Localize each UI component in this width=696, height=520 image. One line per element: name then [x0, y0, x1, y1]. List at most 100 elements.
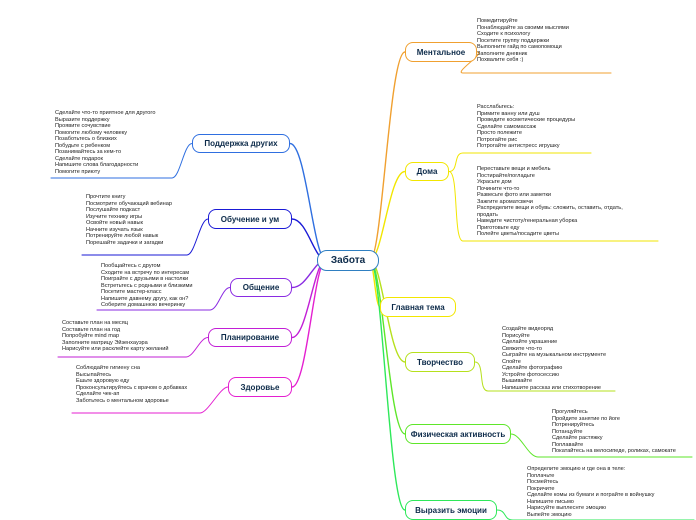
- branch-node-mental[interactable]: Ментальное: [405, 42, 477, 62]
- note-line: Поиграйте с друзьями в настолки: [101, 276, 189, 282]
- branch-node-home[interactable]: Дома: [405, 162, 449, 181]
- note-line: Полейте цветы/посадите цветы: [477, 231, 560, 237]
- note-link-home-2: [448, 171, 464, 242]
- note-line: Сделайте растяжку: [552, 435, 603, 441]
- note-line: Сделайте украшение: [502, 339, 558, 345]
- branch-label-home: Дома: [416, 167, 438, 176]
- note-line: Напишите письмо: [527, 498, 574, 505]
- note-line: Сделайте чек-ап: [76, 391, 120, 397]
- note-line: Сделайте подарок: [55, 155, 103, 162]
- note-line: Встретьтесь с родными и близкими: [101, 282, 193, 289]
- note-line: Расслабьтесь:: [477, 104, 515, 110]
- note-line: Изучите технику игры: [86, 213, 143, 220]
- note-line: Потрогайте рис: [477, 136, 518, 143]
- note-line: Освойте новый навык: [86, 220, 143, 226]
- branch-label-communication: Общение: [242, 283, 280, 292]
- branch-label-learning: Обучение и ум: [220, 214, 280, 224]
- note-line: Сделайте самомассаж: [477, 123, 537, 130]
- branch-label-health: Здоровье: [240, 382, 280, 392]
- note-line: Распределите вещи и обувь: сложить, оста…: [477, 205, 623, 211]
- note-line: Начните изучать язык: [86, 226, 143, 233]
- note-line: Украсьте дом: [477, 179, 512, 185]
- note-link-home-1: [448, 152, 464, 172]
- branch-label-physical: Физическая активность: [410, 429, 506, 439]
- note-line: Напишите слова благодарности: [55, 162, 139, 168]
- note-line: Проявите сочувствие: [55, 123, 111, 129]
- branch-label-support: Поддержка других: [204, 139, 278, 148]
- note-line: Устройте фотосессию: [502, 371, 560, 378]
- note-link-creativity-1: [474, 361, 489, 392]
- note-line: Проведите косметические процедуры: [477, 117, 576, 123]
- note-line: Постирайте/погладьте: [477, 172, 535, 179]
- note-line: Помогите любому человеку: [55, 129, 128, 136]
- branch-node-planning[interactable]: Планирование: [208, 328, 292, 347]
- note-line: Сделайте фотографию: [502, 365, 563, 371]
- branch-node-creativity[interactable]: Творчество: [405, 352, 475, 372]
- note-line: Послушайте подкаст: [86, 207, 141, 213]
- note-line: Сделайте комы из бумаги и пограйте в вой…: [527, 492, 655, 498]
- note-line: Ешьте здоровую еду: [76, 378, 130, 384]
- branch-node-health[interactable]: Здоровье: [228, 377, 292, 397]
- note-line: Пройдите занятие по йоге: [552, 415, 621, 422]
- note-link-learning-1: [186, 218, 209, 256]
- note-line: Напишите рассказ или стихотворение: [502, 384, 602, 391]
- note-line: Сыграйте на музыкальном инструменте: [502, 352, 607, 358]
- note-line: Пообщайтесь с другом: [101, 263, 161, 269]
- branch-label-express: Выразить эмоции: [415, 505, 487, 515]
- branch-node-physical[interactable]: Физическая активность: [405, 424, 511, 444]
- note-line: Составьте план на месяц: [62, 320, 128, 326]
- note-line: Посетите мастер-класс: [101, 289, 162, 295]
- note-line: Потренируйтесь: [552, 422, 595, 428]
- branch-node-communication[interactable]: Общение: [230, 278, 292, 297]
- note-line: Вышивайте: [502, 378, 533, 384]
- note-line: Примите ванну или душ: [477, 110, 540, 117]
- central-topic-label: Забота: [330, 255, 366, 266]
- note-line: Поплачьте: [527, 472, 555, 479]
- note-line: Высыпайтесь: [76, 371, 112, 378]
- note-line: Похвалите себя :): [477, 57, 524, 63]
- note-link-planning-1: [185, 337, 209, 358]
- central-topic-node[interactable]: Забота: [317, 250, 379, 271]
- note-line: Прогуляйтесь: [552, 409, 588, 415]
- note-line: Спойте: [502, 358, 521, 365]
- note-line: Развесьте фото или заметки: [477, 192, 552, 198]
- note-line: Заполните дневник: [477, 50, 528, 57]
- note-line: Потанцуйте: [552, 428, 583, 435]
- note-line: Зажгите ароматсвечи: [477, 198, 533, 205]
- note-line: Выполните гайд по самопомощи: [477, 44, 562, 50]
- branch-node-main-topic[interactable]: Главная тема: [380, 297, 456, 317]
- connector-health: [291, 259, 327, 388]
- branch-node-learning[interactable]: Обучение и ум: [208, 209, 292, 229]
- note-line: Потрогайте антистресс игрушку: [477, 143, 560, 149]
- connector-express: [369, 259, 406, 511]
- branch-node-express[interactable]: Выразить эмоции: [405, 500, 497, 520]
- note-line: Выпейте эмоцию: [527, 511, 572, 518]
- note-line: Заботьтесь о ментальном здоровье: [76, 397, 169, 404]
- note-line: Понаблюдайте за своими мыслями: [477, 24, 569, 31]
- note-line: Порисуйте: [502, 332, 530, 339]
- note-line: Соберите домашнюю вечеринку: [101, 302, 186, 308]
- note-link-physical-1: [510, 433, 539, 458]
- note-line: Нарисуйте или расклейте карту желаний: [62, 346, 169, 352]
- branch-node-support[interactable]: Поддержка других: [192, 134, 290, 153]
- connector-support: [289, 142, 327, 261]
- branch-label-planning: Планирование: [220, 333, 280, 342]
- note-line: Порешайте задачки и загадки: [86, 239, 164, 246]
- note-line: Поплавайте: [552, 441, 584, 448]
- note-line: Приготовьте еду: [477, 224, 520, 231]
- note-line: Сделайте что-то приятное для другого: [55, 110, 156, 116]
- note-link-support-1: [171, 143, 193, 179]
- note-line: Позанимайтесь за кем-то: [55, 149, 122, 155]
- note-line: Переставьте вещи и мебель: [477, 166, 551, 172]
- note-line: Выразите поддержку: [55, 116, 110, 123]
- note-line: Покричите: [527, 485, 555, 492]
- branch-label-mental: Ментальное: [416, 47, 466, 57]
